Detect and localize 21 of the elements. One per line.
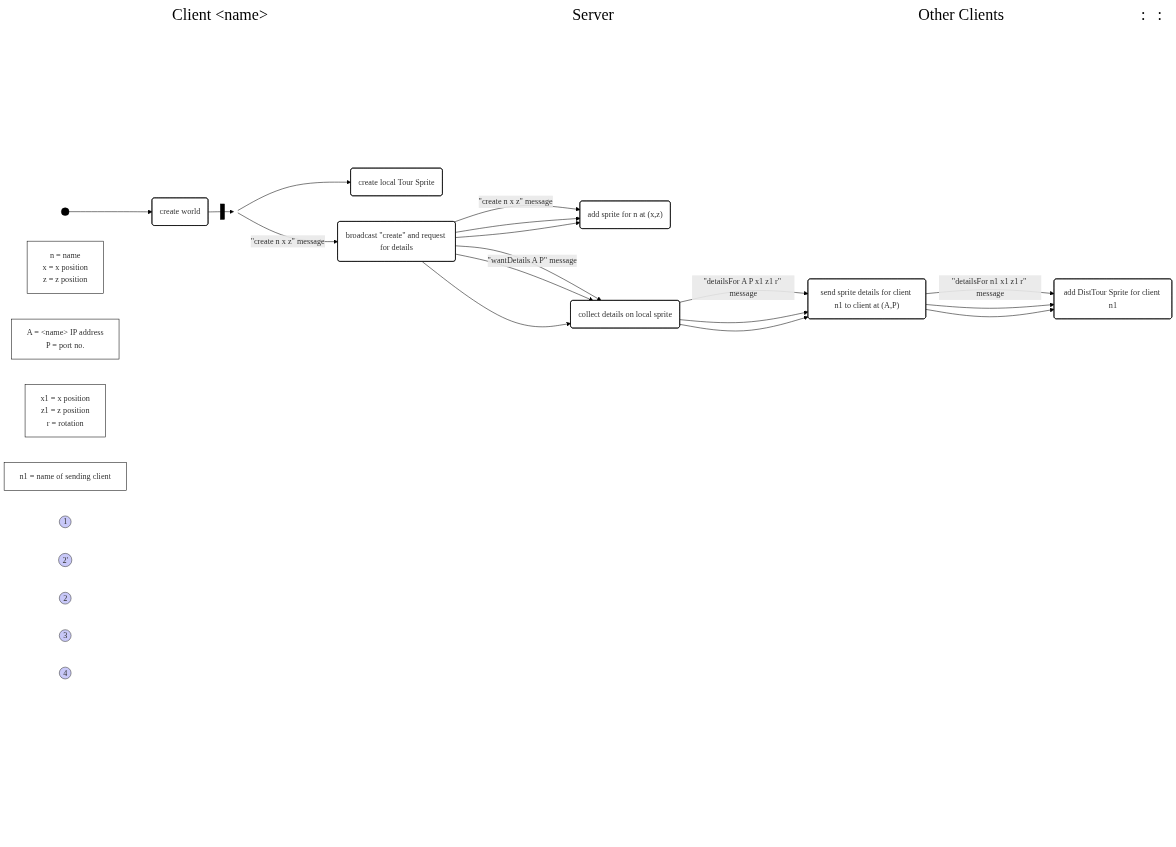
edge-label: "detailsFor A P x1 z1 r" message [703, 277, 782, 299]
edge-label: "create n x z" message [250, 237, 325, 246]
node-box: A = <name> IP address P = port no. [11, 319, 120, 360]
node-box: n1 = name of sending client [3, 462, 127, 491]
node-box: n = name x = x position z = z position [26, 241, 104, 295]
node-circle: 2 [59, 592, 72, 605]
lane-title: Other Clients [918, 6, 1004, 24]
node-circle: 2' [58, 553, 73, 568]
edge-label: "create n x z" message [478, 197, 553, 207]
node-box: x1 = x position z1 = z position r = rotation [24, 384, 106, 438]
node-circle: 1 [59, 516, 72, 529]
ellipsis-mark: : [1157, 6, 1162, 24]
lane-title: Client <name> [172, 6, 268, 24]
edge-label: "wantDetails A P" message [487, 256, 578, 266]
edge-label: "detailsFor n1 x1 z1 r" message [951, 277, 1027, 299]
node-circle: 4 [59, 667, 72, 680]
node-circle: 3 [59, 629, 72, 643]
node-circle [61, 207, 70, 217]
lane-title: Server [572, 6, 614, 24]
ellipsis-mark: : [1141, 6, 1146, 24]
node-bar [220, 204, 225, 220]
